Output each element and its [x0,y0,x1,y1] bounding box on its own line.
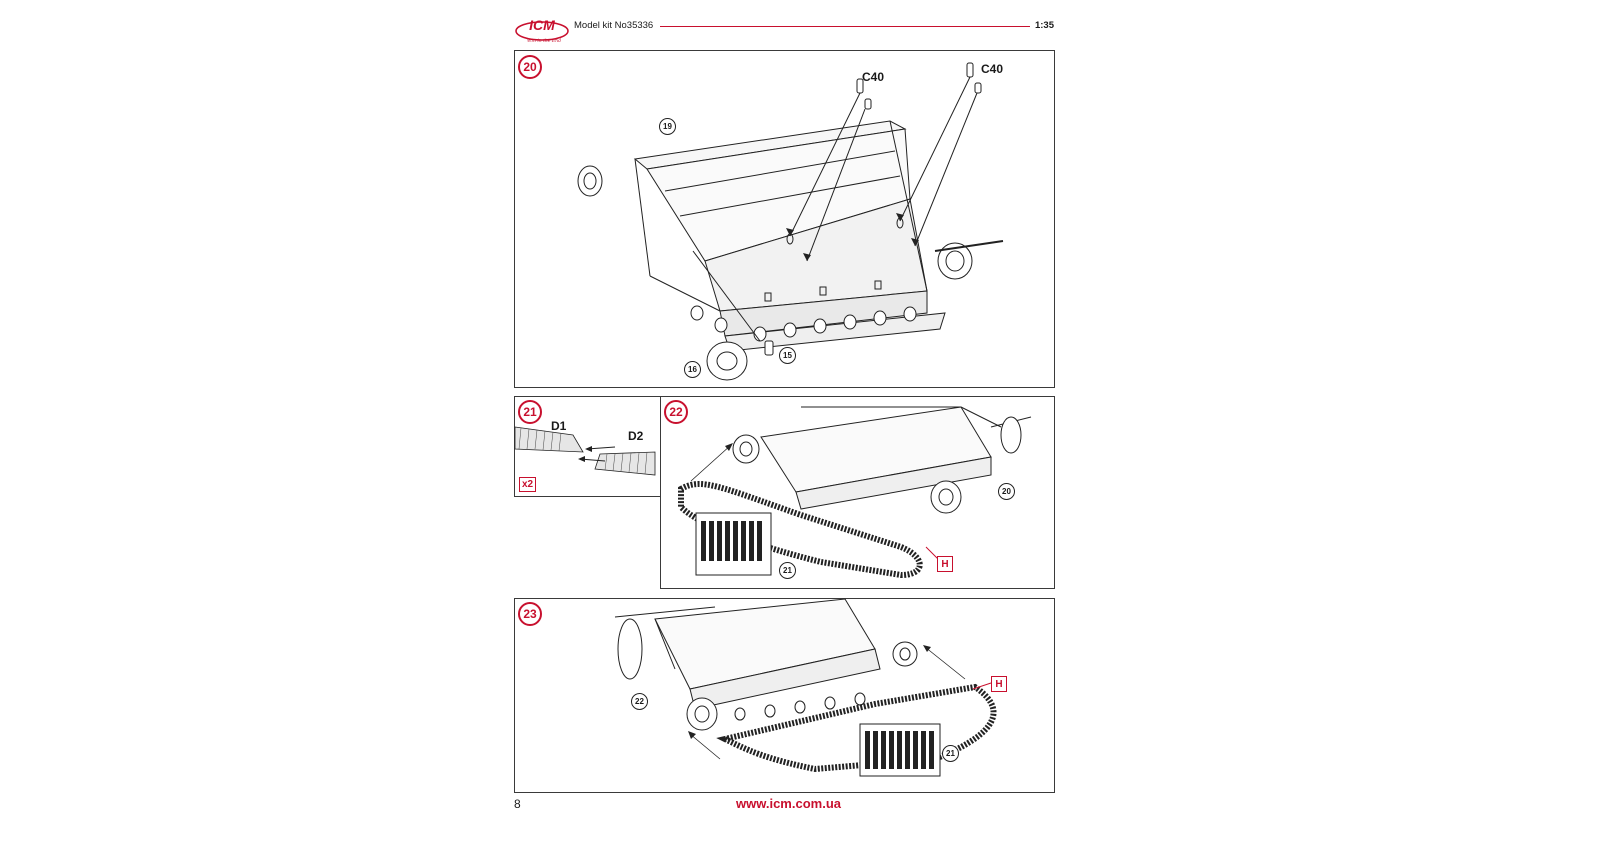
header-rule [660,26,1030,27]
ref-22-badge: 22 [631,693,648,710]
hull-assembly-drawing [577,62,1004,381]
ref-15-badge: 15 [779,347,796,364]
part-h-label: H [991,676,1007,692]
ref-16-badge: 16 [684,361,701,378]
step-20-badge: 20 [518,55,542,79]
ref-20-badge: 20 [998,483,1015,500]
header: ICM Win in the End Model kit No35336 1:3… [514,12,1054,46]
ref-21-badge: 21 [942,745,959,762]
step-23-badge: 23 [518,602,542,626]
part-c40-label-a: C40 [862,70,885,84]
part-d2-label: D2 [628,429,644,443]
website-link[interactable]: www.icm.com.ua [736,796,841,811]
part-c40-label-b: C40 [981,62,1004,76]
track-mounted-drawing [614,598,997,777]
step-23-panel: 23 22 21 H [514,598,1055,793]
multiplier-badge: x2 [519,477,536,492]
logo-text: ICM [529,17,555,33]
step-21-panel: 21 D1 D2 x2 [514,396,662,497]
icm-logo: ICM Win in the End [515,17,569,44]
ref-21-badge: 21 [779,562,796,579]
track-link-drawing [514,426,656,476]
logo-tagline: Win in the End [527,38,561,44]
scale-label: 1:35 [1034,20,1054,31]
step-22-badge: 22 [664,400,688,424]
step-20-panel: 20 [514,50,1055,388]
part-d1-label: D1 [551,419,567,433]
page-number: 8 [514,797,521,811]
part-h-label: H [937,556,953,572]
model-kit-label: Model kit No35336 [574,20,654,31]
ref-19-badge: 19 [659,118,676,135]
step-22-panel: 22 20 21 H [660,396,1055,589]
step-21-badge: 21 [518,400,542,424]
track-fitting-drawing [678,406,1032,579]
